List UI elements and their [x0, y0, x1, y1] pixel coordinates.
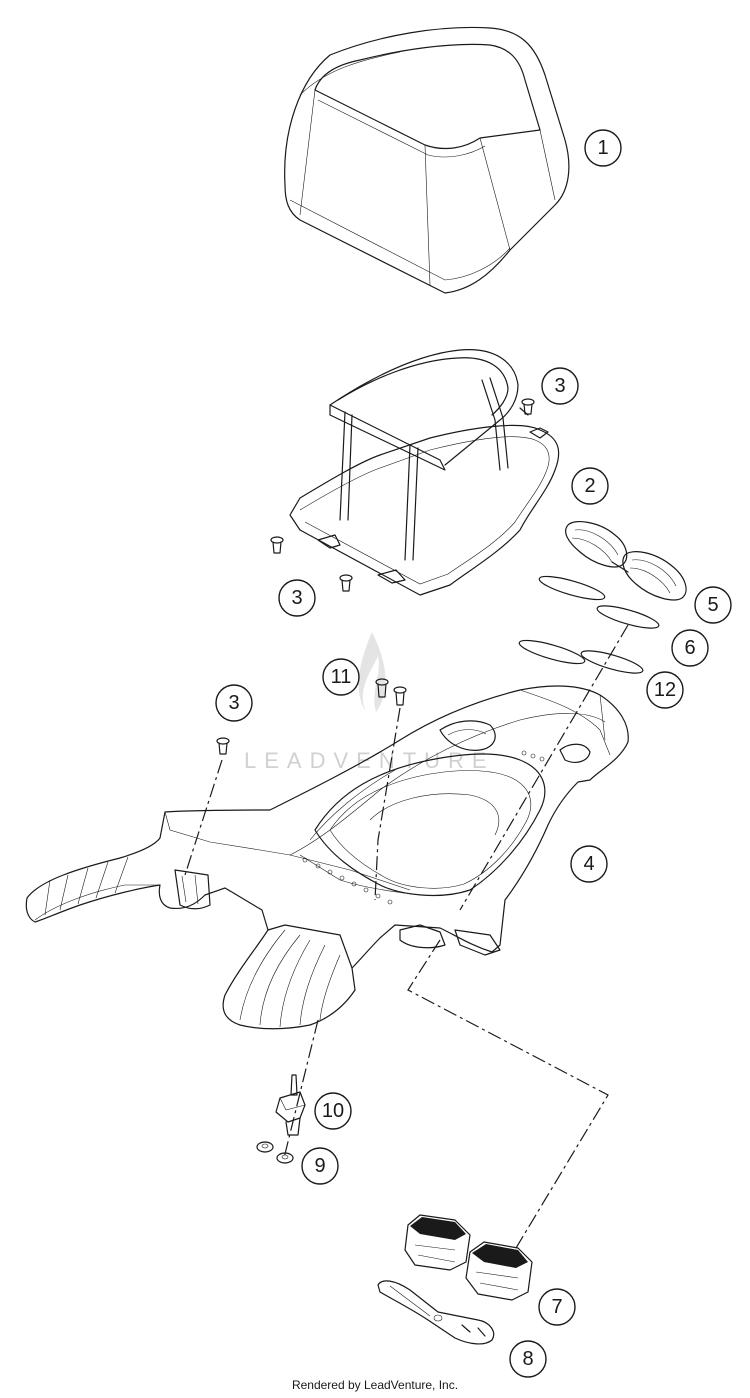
watermark: LEADVENTURE — [244, 632, 495, 773]
svg-text:10: 10 — [322, 1100, 344, 1122]
svg-text:3: 3 — [291, 587, 302, 609]
part-socket — [275, 1074, 306, 1136]
svg-text:4: 4 — [583, 853, 594, 875]
part-seat-cover — [284, 26, 570, 294]
part-screws-11 — [375, 678, 407, 706]
callout-3-rear: 3 — [215, 684, 253, 722]
screw-3-rear — [216, 737, 230, 755]
part-lamp-units — [565, 521, 687, 601]
callout-4: 4 — [570, 845, 608, 883]
watermark-text: LEADVENTURE — [244, 748, 495, 773]
svg-text:8: 8 — [522, 1348, 533, 1370]
svg-text:12: 12 — [654, 679, 676, 701]
svg-text:2: 2 — [584, 475, 595, 497]
part-luggage-rack — [289, 349, 560, 596]
callout-1: 1 — [584, 129, 622, 167]
svg-text:3: 3 — [554, 375, 565, 397]
callout-10: 10 — [314, 1092, 352, 1130]
screw-3-left-a — [270, 536, 284, 554]
fender-holes — [302, 750, 545, 905]
callout-12: 12 — [646, 671, 684, 709]
callout-2: 2 — [571, 467, 609, 505]
svg-text:6: 6 — [684, 637, 695, 659]
svg-text:5: 5 — [707, 594, 718, 616]
callout-3-left: 3 — [278, 579, 316, 617]
svg-text:3: 3 — [228, 692, 239, 714]
footer-credit: Rendered by LeadVenture, Inc. — [291, 1378, 459, 1392]
svg-text:7: 7 — [551, 1296, 562, 1318]
part-bracket — [377, 1280, 495, 1345]
part-screws-3 — [216, 398, 535, 755]
callout-7: 7 — [538, 1288, 576, 1326]
part-lamp-housings — [404, 1214, 533, 1301]
screw-3-top — [521, 398, 535, 415]
svg-text:11: 11 — [331, 666, 352, 688]
screw-3-left-b — [339, 574, 353, 592]
callout-3-top: 3 — [541, 367, 579, 405]
callout-6: 6 — [671, 629, 709, 667]
part-gaskets — [518, 575, 660, 674]
callout-11: 11 — [322, 658, 360, 696]
callout-9: 9 — [301, 1147, 339, 1185]
svg-text:9: 9 — [314, 1155, 325, 1177]
callout-8: 8 — [509, 1340, 547, 1378]
svg-text:1: 1 — [597, 137, 608, 159]
part-rear-fender — [25, 685, 629, 1030]
callout-5: 5 — [694, 586, 732, 624]
leader-lines — [184, 624, 629, 1259]
